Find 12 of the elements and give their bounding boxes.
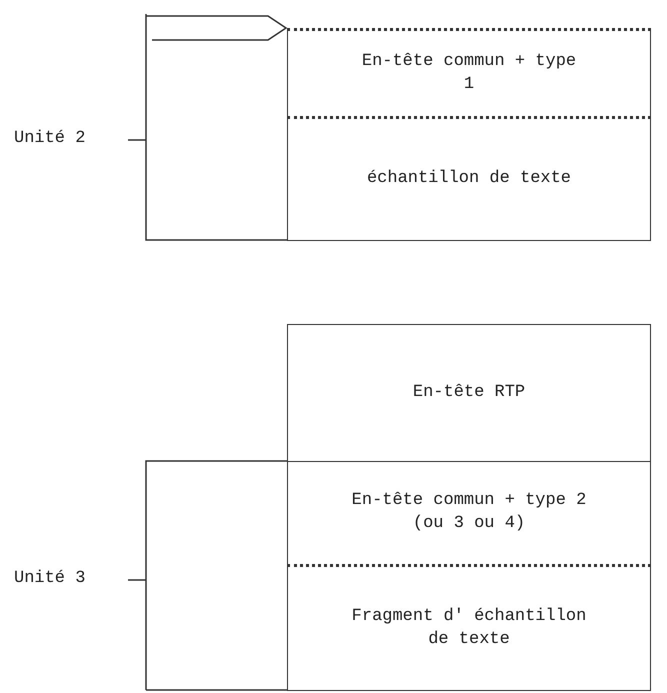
unit-label: Unité 2 xyxy=(14,129,86,148)
field-label: En-tête RTP xyxy=(412,382,526,404)
packet-field xyxy=(287,564,651,691)
field-label: échantillon de texte xyxy=(366,168,572,190)
packet-field xyxy=(287,28,651,116)
packet-field xyxy=(287,116,651,241)
field-label: En-tête commun + type 1 xyxy=(360,50,578,96)
field-label: Fragment d' échantillon de texte xyxy=(350,606,588,650)
packet-field xyxy=(287,461,651,564)
unit-label: Unité 3 xyxy=(14,569,86,588)
packet-field xyxy=(287,324,651,461)
field-label: En-tête commun + type 2 (ou 3 ou 4) xyxy=(350,490,588,535)
